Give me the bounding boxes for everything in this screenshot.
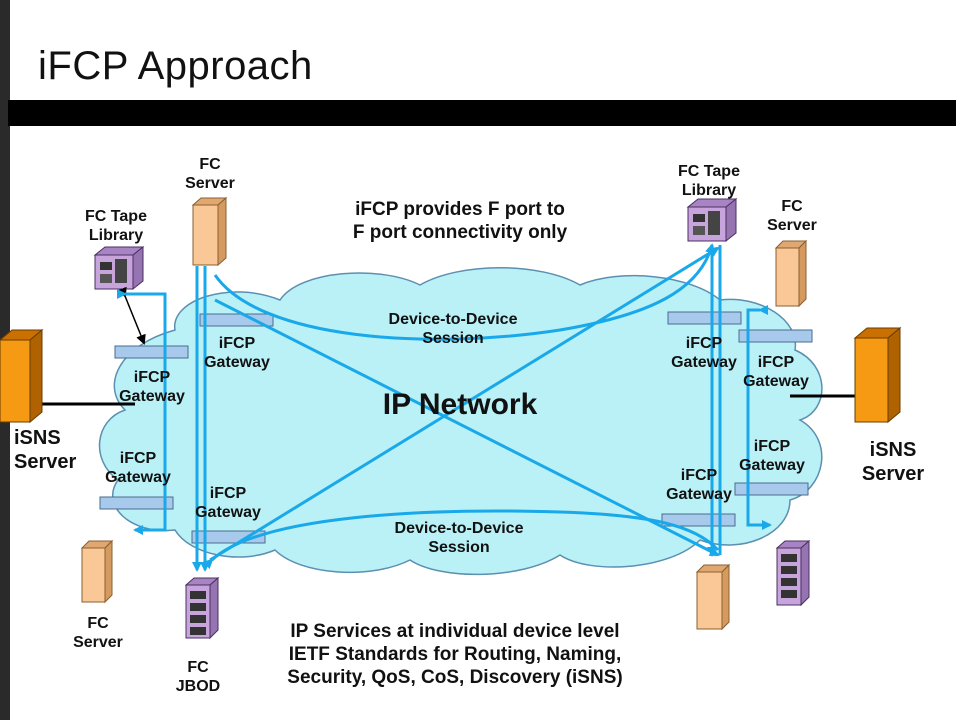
left-tape-route xyxy=(117,289,167,535)
left-tape-library-icon xyxy=(93,245,145,291)
right-isns-server-icon xyxy=(853,326,902,424)
right-upper-right-gateway-bar xyxy=(738,329,813,343)
right-upper-left-gateway-bar xyxy=(667,311,742,325)
left-upper-gateway-bar xyxy=(114,345,189,359)
left-lower-gateway-bar xyxy=(99,496,174,510)
left-bottom-fc-server-icon xyxy=(80,539,114,604)
slide-title: iFCP Approach xyxy=(38,44,313,88)
right-jbod-icon xyxy=(775,539,811,607)
top-session-arc xyxy=(213,243,715,341)
left-top-gateway-bar xyxy=(199,313,274,327)
bottom-session-arc xyxy=(202,509,720,570)
left-top-fc-server-icon xyxy=(191,196,228,267)
tape-to-gateway-link xyxy=(117,286,146,345)
title-divider-bar xyxy=(8,100,956,126)
cross-line-a xyxy=(214,298,720,557)
right-lower-left-gateway-bar xyxy=(661,513,736,527)
right-tape-library-icon xyxy=(686,197,738,243)
cross-line-b xyxy=(209,246,720,562)
right-bottom-fc-server-icon xyxy=(695,563,731,631)
right-lower-right-gateway-bar xyxy=(734,482,809,496)
left-isns-server-icon xyxy=(0,328,44,424)
connection-arrows xyxy=(117,243,772,572)
right-top-fc-server-icon xyxy=(774,239,808,308)
left-fc-jbod-icon xyxy=(184,576,220,640)
ip-network-label: IP Network xyxy=(382,388,538,421)
right-server-route xyxy=(746,305,772,530)
